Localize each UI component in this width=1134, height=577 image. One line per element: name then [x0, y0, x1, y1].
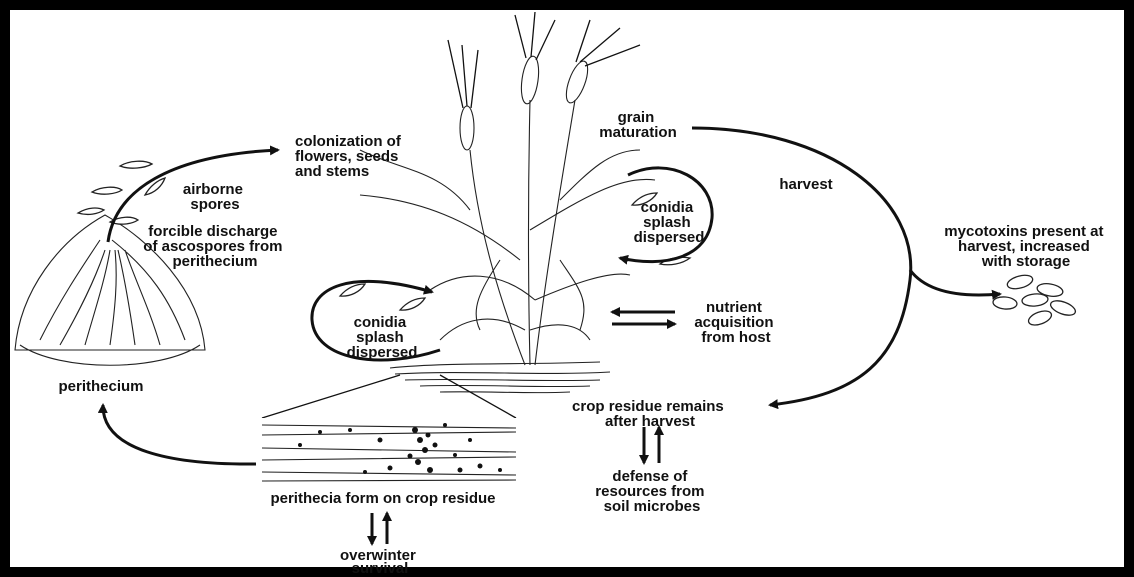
arrow-residue-to-perithecium [103, 405, 256, 464]
arrow-to-mycotoxins [910, 270, 1000, 295]
crop-residue-label: crop residue remains after harvest [572, 398, 728, 430]
grain-kernels-icons [993, 273, 1078, 328]
defense-exchange-arrows [644, 427, 659, 463]
nutrient-acquisition-label: nutrient acquisition from host [694, 299, 777, 346]
conidia-right-label: conidia splash dispersed [634, 199, 705, 246]
overwinter-exchange-arrows [372, 513, 387, 544]
conidia-left-label: conidia splash dispersed [347, 314, 418, 361]
colonization-label: colonization of flowers, seeds and stems [295, 133, 405, 180]
crop-residue-inset [262, 375, 516, 484]
mycotoxins-label: mycotoxins present at harvest, increased… [944, 223, 1107, 270]
nutrient-exchange-arrows [612, 312, 675, 324]
defense-label: defense of resources from soil microbes [595, 468, 708, 515]
overwinter-survival-label: overwinter survival [340, 547, 420, 577]
arrow-harvest [692, 128, 911, 405]
harvest-label: harvest [779, 176, 832, 193]
perithecia-form-label: perithecia form on crop residue [270, 490, 495, 507]
grain-maturation-label: grain maturation [599, 109, 677, 141]
airborne-spores-label: airborne spores [183, 181, 247, 213]
conidia-icons [340, 193, 690, 310]
perithecium-label: perithecium [58, 378, 143, 395]
airborne-spores-icons [78, 161, 165, 224]
